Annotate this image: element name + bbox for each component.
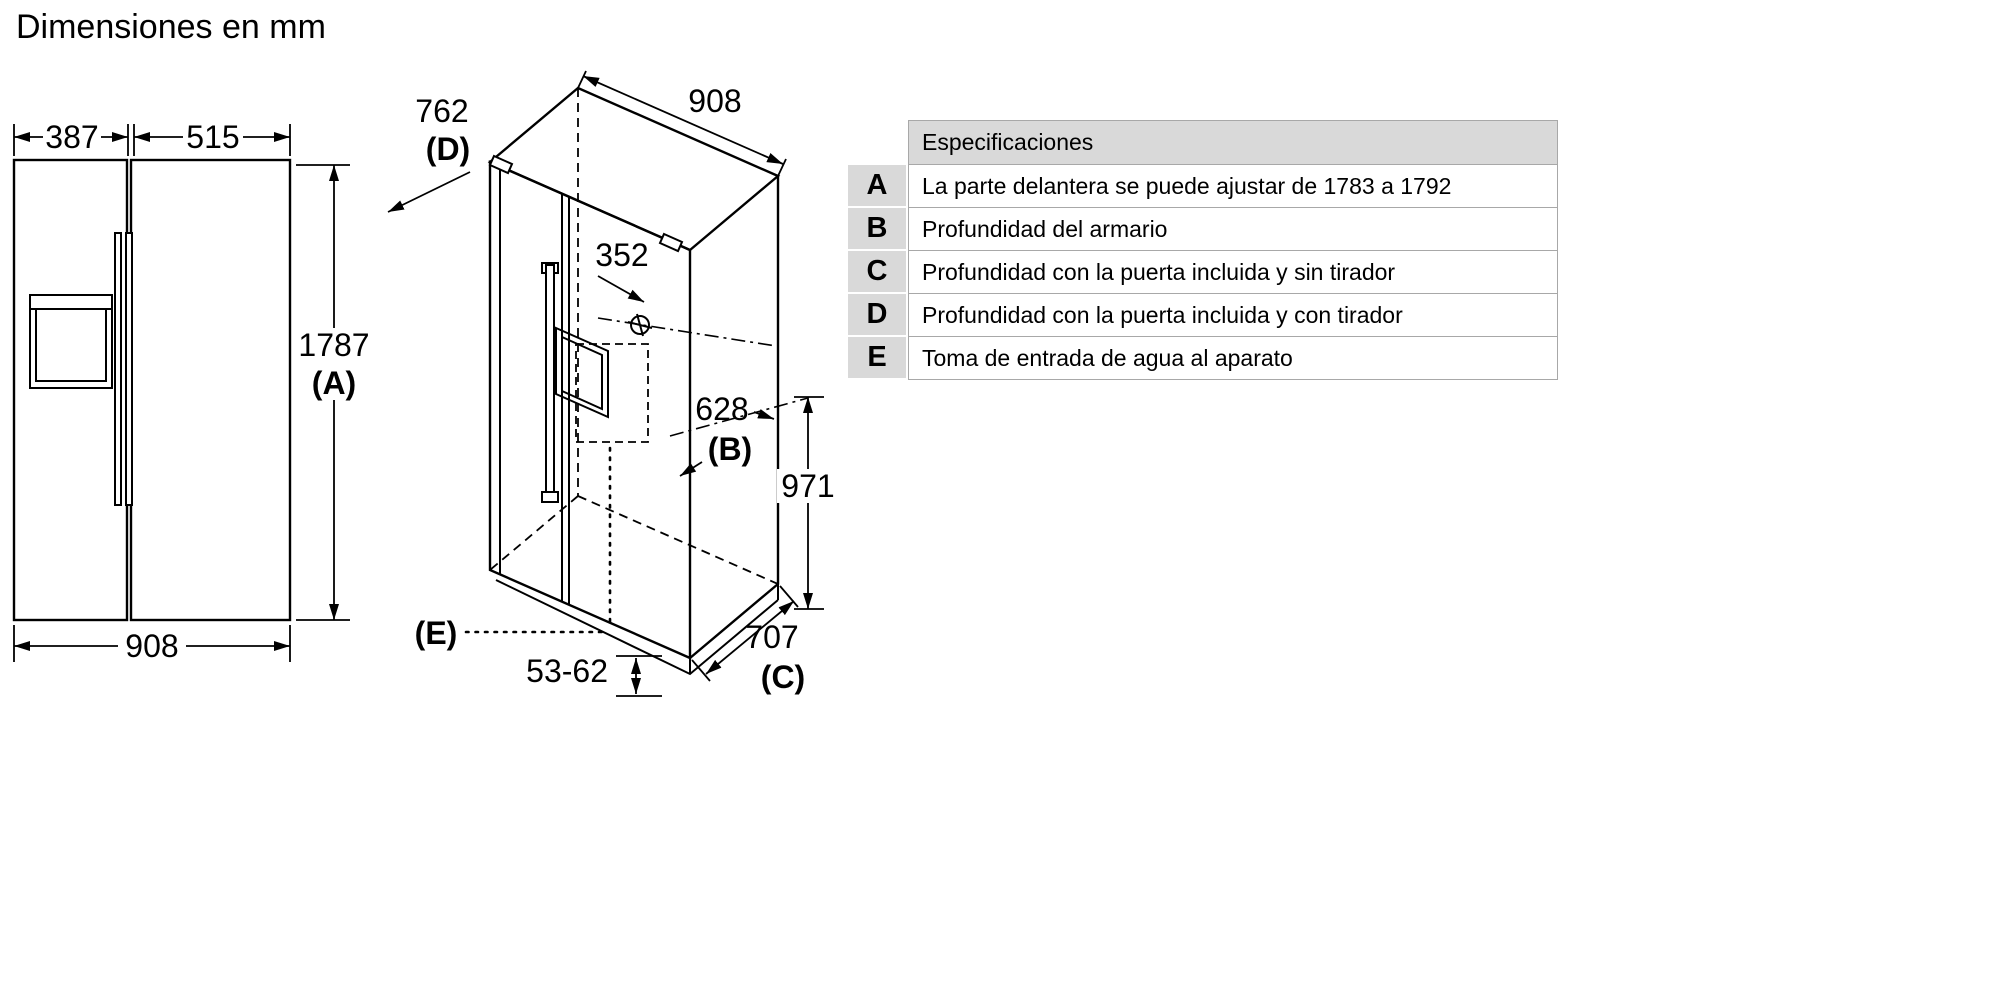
dim-cabinet-depth: 628 (B): [679, 391, 775, 477]
door-edges: [499, 166, 570, 605]
row-key: E: [848, 337, 906, 380]
dim-width-top: 908: [577, 70, 787, 177]
dim-label-1787: 1787: [298, 327, 369, 363]
table-row-b: B Profundidad del armario: [848, 208, 1558, 251]
row-key: D: [848, 294, 906, 337]
reference-zone: [575, 343, 649, 443]
dim-front-width-left: 387: [13, 119, 129, 156]
row-desc: La parte delantera se puede ajustar de 1…: [908, 165, 1558, 208]
row-key: B: [848, 208, 906, 251]
cabinet-box: [487, 86, 781, 660]
center-lines: [597, 317, 809, 437]
dim-plinth-range: 53-62: [526, 653, 662, 697]
left-door-handle: [114, 232, 122, 506]
table-header-row: Especificaciones: [848, 120, 1558, 165]
right-door: [129, 158, 292, 622]
row-desc: Profundidad con la puerta incluida y con…: [908, 294, 1558, 337]
dim-label-908-top: 908: [688, 83, 741, 119]
dim-label-387: 387: [45, 119, 98, 155]
dim-ref-E: (E): [415, 615, 458, 651]
dim-water-inlet-height: 971: [777, 396, 839, 610]
dim-label-762: 762: [415, 93, 468, 129]
water-line-dotted: [464, 446, 612, 634]
row-desc: Toma de entrada de agua al aparato: [908, 337, 1558, 380]
door-handles: [114, 232, 133, 506]
dim-door-clearance: 352: [595, 237, 649, 303]
dim-depth-with-handle: 762 (D): [387, 93, 471, 213]
dim-label-908-bottom: 908: [125, 628, 178, 664]
page-title: Dimensiones en mm: [16, 8, 326, 46]
hinge-left: [488, 154, 514, 175]
dim-label-53-62: 53-62: [526, 653, 608, 689]
table-header: Especificaciones: [908, 120, 1558, 165]
water-inlet-icon: [627, 313, 653, 337]
fridge-front-outline: [12, 158, 292, 622]
table-row-a: A La parte delantera se puede ajustar de…: [848, 165, 1558, 208]
iso-door-handle: [541, 262, 559, 503]
dim-label-707: 707: [745, 619, 798, 655]
right-door-handle: [125, 232, 133, 506]
dim-label-628: 628: [695, 391, 748, 427]
table-row-e: E Toma de entrada de agua al aparato: [848, 337, 1558, 380]
hinge-right: [658, 232, 684, 253]
row-desc: Profundidad con la puerta incluida y sin…: [908, 251, 1558, 294]
iso-dispenser: [555, 326, 609, 419]
row-key: C: [848, 251, 906, 294]
table-row-d: D Profundidad con la puerta incluida y c…: [848, 294, 1558, 337]
dim-label-352: 352: [595, 237, 648, 273]
dim-label-971: 971: [781, 468, 834, 504]
hinges: [488, 154, 684, 253]
dim-ref-D: (D): [426, 131, 470, 167]
hidden-edges: [489, 88, 779, 585]
dim-ref-A: (A): [312, 365, 356, 401]
dim-depth-with-door: 707 (C): [691, 585, 805, 695]
table-corner-spacer: [848, 120, 908, 165]
iso-view-drawing: 762 (D) 908 352 628 (B) 971: [387, 70, 839, 697]
dim-front-width-right: 515: [133, 119, 291, 156]
left-door: [12, 158, 129, 622]
row-desc: Profundidad del armario: [908, 208, 1558, 251]
front-view-drawing: 387 515 1787 (A) 908: [12, 119, 370, 664]
dim-front-height: 1787 (A): [296, 164, 370, 621]
dim-front-width-total: 908: [13, 625, 291, 664]
table-row-c: C Profundidad con la puerta incluida y s…: [848, 251, 1558, 294]
dispenser: [29, 294, 113, 389]
dim-ref-B: (B): [708, 431, 752, 467]
spec-table: Especificaciones A La parte delantera se…: [848, 120, 1558, 380]
row-key: A: [848, 165, 906, 208]
dim-ref-C: (C): [761, 659, 805, 695]
dim-label-515: 515: [186, 119, 239, 155]
